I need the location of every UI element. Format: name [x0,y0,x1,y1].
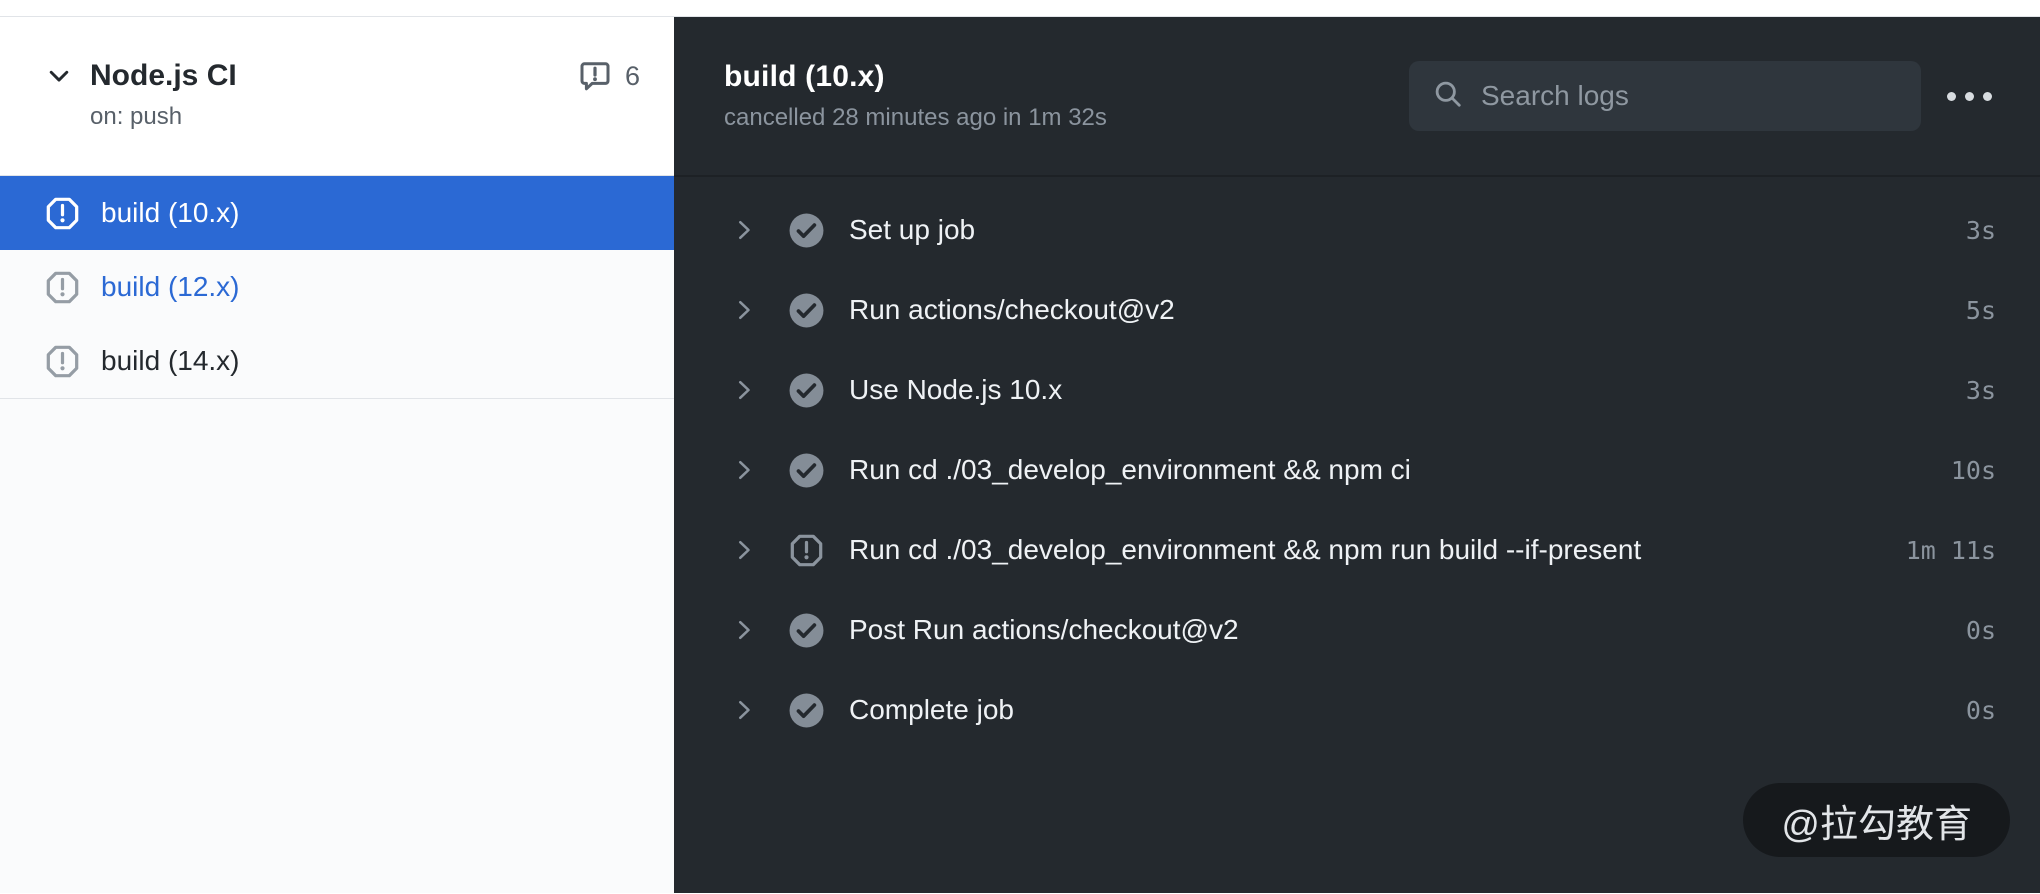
job-log-panel: build (10.x) cancelled 28 minutes ago in… [674,17,2040,893]
step-title: Complete job [849,694,1014,725]
log-step-row[interactable]: Run cd ./03_develop_environment && npm c… [674,430,2040,510]
step-duration: 5s [1965,295,1996,325]
job-list: build (10.x) build (12.x) build (14.x) [0,176,674,399]
workflow-sidebar: Node.js CI 6 on: push build (10.x) [0,17,674,893]
sidebar-job-item[interactable]: build (10.x) [0,176,674,250]
search-icon [1433,79,1463,114]
cancelled-octagon-icon [44,195,81,232]
step-duration: 1m 11s [1905,535,1996,565]
step-title: Run actions/checkout@v2 [849,294,1175,325]
step-title: Run cd ./03_develop_environment && npm c… [849,454,1411,485]
step-duration: 10s [1950,455,1996,485]
annotations-counter: 6 [579,60,640,92]
log-step-row[interactable]: Run actions/checkout@v2 5s [674,270,2040,350]
success-check-icon [788,452,825,489]
success-check-icon [788,612,825,649]
job-status-line: cancelled 28 minutes ago in 1m 32s [724,104,1107,131]
chevron-right-icon[interactable] [732,698,756,722]
chevron-right-icon[interactable] [732,458,756,482]
cancelled-octagon-icon [44,269,81,306]
job-label: build (10.x) [101,197,240,228]
workflow-header: Node.js CI 6 on: push [0,17,674,176]
chevron-right-icon[interactable] [732,218,756,242]
step-title: Post Run actions/checkout@v2 [849,614,1239,645]
steps-list: Set up job 3s Run actions/checkout@v2 5s… [674,177,2040,750]
job-title: build (10.x) [724,60,885,93]
cancelled-octagon-icon [44,343,81,380]
step-title: Set up job [849,214,976,245]
log-step-row[interactable]: Set up job 3s [674,190,2040,270]
chevron-right-icon[interactable] [732,538,756,562]
workflow-trigger: on: push [90,103,183,130]
log-step-row[interactable]: Complete job 0s [674,670,2040,750]
workflow-name: Node.js CI [90,59,237,92]
success-check-icon [788,372,825,409]
success-check-icon [788,292,825,329]
chevron-right-icon[interactable] [732,298,756,322]
step-title: Use Node.js 10.x [849,374,1063,405]
success-check-icon [788,212,825,249]
job-label: build (14.x) [101,345,240,376]
kebab-horizontal-icon[interactable] [1943,78,1996,115]
search-logs-input[interactable] [1481,80,1901,112]
annotation-bubble-icon [579,60,611,92]
step-title: Run cd ./03_develop_environment && npm r… [849,534,1642,565]
log-step-row[interactable]: Run cd ./03_develop_environment && npm r… [674,510,2040,590]
chevron-down-icon[interactable] [46,63,72,89]
annotation-count: 6 [624,60,640,91]
workflow-run-page: Node.js CI 6 on: push build (10.x) [0,17,2040,893]
job-log-header: build (10.x) cancelled 28 minutes ago in… [674,17,2040,177]
page-top-strip [0,0,2040,17]
search-logs-box[interactable] [1409,61,1921,131]
step-duration: 0s [1965,615,1996,645]
success-check-icon [788,692,825,729]
step-duration: 3s [1965,375,1996,405]
watermark-badge: @拉勾教育 [1743,783,2010,857]
job-label: build (12.x) [101,271,240,302]
cancelled-octagon-icon [788,532,825,569]
chevron-right-icon[interactable] [732,378,756,402]
log-step-row[interactable]: Post Run actions/checkout@v2 0s [674,590,2040,670]
chevron-right-icon[interactable] [732,618,756,642]
sidebar-job-item[interactable]: build (12.x) [0,250,674,324]
log-step-row[interactable]: Use Node.js 10.x 3s [674,350,2040,430]
step-duration: 3s [1965,215,1996,245]
sidebar-job-item[interactable]: build (14.x) [0,324,674,398]
step-duration: 0s [1965,695,1996,725]
